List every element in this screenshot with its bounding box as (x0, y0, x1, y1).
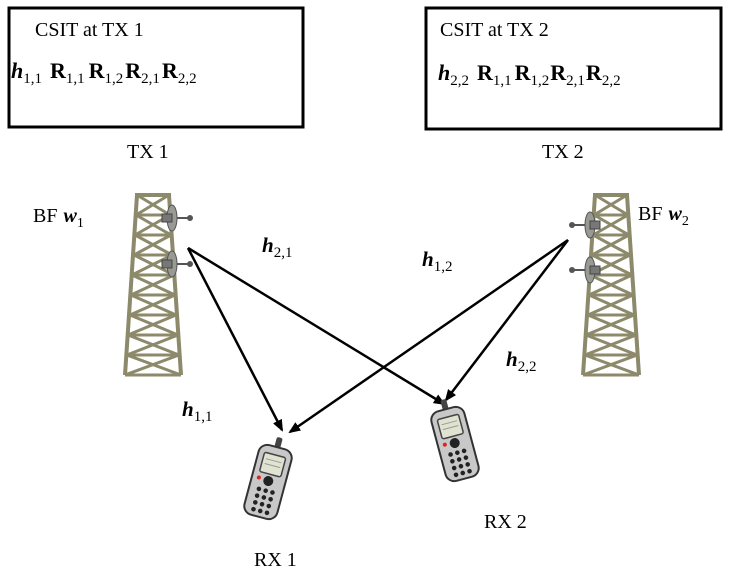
channel-arrow-h12 (288, 238, 569, 434)
channel-arrow-h22 (444, 239, 569, 402)
csit-title-tx1: CSIT at TX 1 (35, 19, 144, 41)
tx2-label: TX 2 (542, 141, 584, 163)
channel-arrows (186, 238, 569, 434)
tx1-label: TX 1 (127, 141, 169, 163)
rx1-label: RX 1 (254, 549, 297, 571)
dish-antenna-icon (161, 204, 194, 232)
channel-label-h21: h2,1 (262, 233, 292, 261)
channel-label-h11: h1,1 (182, 397, 212, 425)
channel-arrow-h11 (186, 247, 284, 432)
channel-label-h22: h2,2 (506, 347, 536, 375)
tower-icon (568, 193, 641, 377)
channel-label-h12: h1,2 (422, 247, 452, 275)
csit-title-tx2: CSIT at TX 2 (440, 19, 549, 41)
mobile-phone-icon (241, 432, 298, 523)
tower-icon (123, 193, 194, 377)
channel-arrow-h21 (187, 246, 446, 406)
mobile-phone-icon (425, 394, 482, 485)
rx2-label: RX 2 (484, 511, 527, 533)
